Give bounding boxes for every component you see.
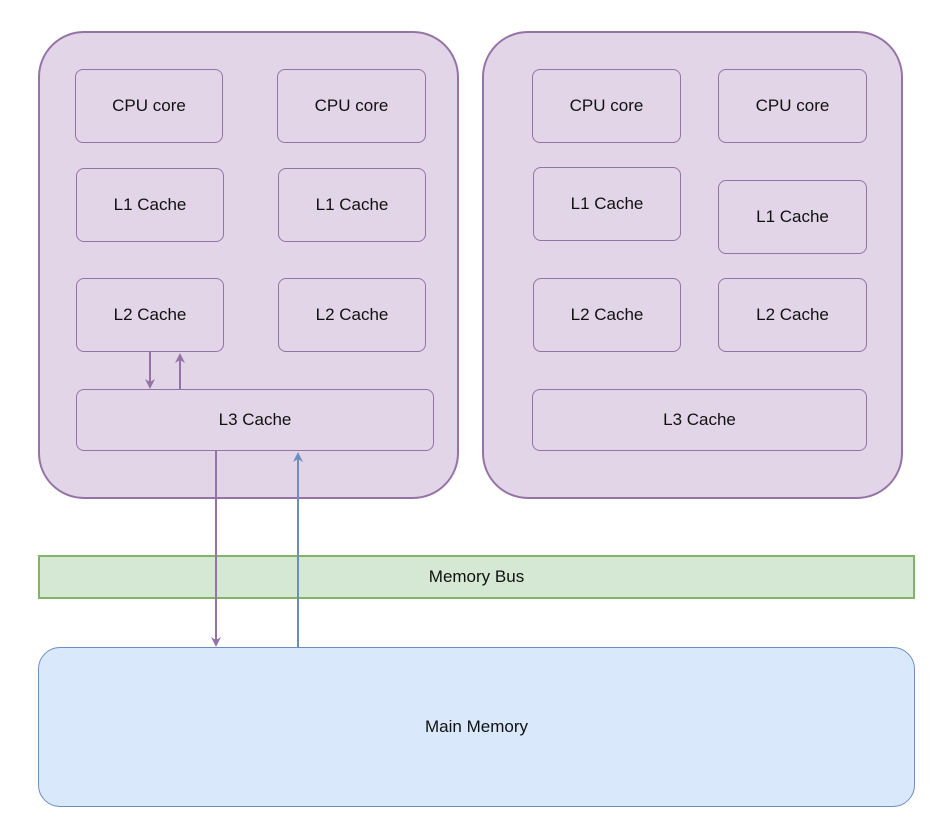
l1-cache-left-2: L1 Cache <box>278 168 426 242</box>
l2-cache-right-2: L2 Cache <box>718 278 867 352</box>
l1-cache-left-1: L1 Cache <box>76 168 224 242</box>
cpu-core-right-1: CPU core <box>532 69 681 143</box>
l1-cache-right-1: L1 Cache <box>533 167 681 241</box>
l2-cache-right-1: L2 Cache <box>533 278 681 352</box>
l1-cache-right-2: L1 Cache <box>718 180 867 254</box>
l3-cache-right: L3 Cache <box>532 389 867 451</box>
cpu-core-left-2: CPU core <box>277 69 426 143</box>
memory-bus: Memory Bus <box>38 555 915 599</box>
l2-cache-left-1: L2 Cache <box>76 278 224 352</box>
cpu-core-right-2: CPU core <box>718 69 867 143</box>
l2-cache-left-2: L2 Cache <box>278 278 426 352</box>
main-memory: Main Memory <box>38 647 915 807</box>
l3-cache-left: L3 Cache <box>76 389 434 451</box>
cpu-core-left-1: CPU core <box>75 69 223 143</box>
